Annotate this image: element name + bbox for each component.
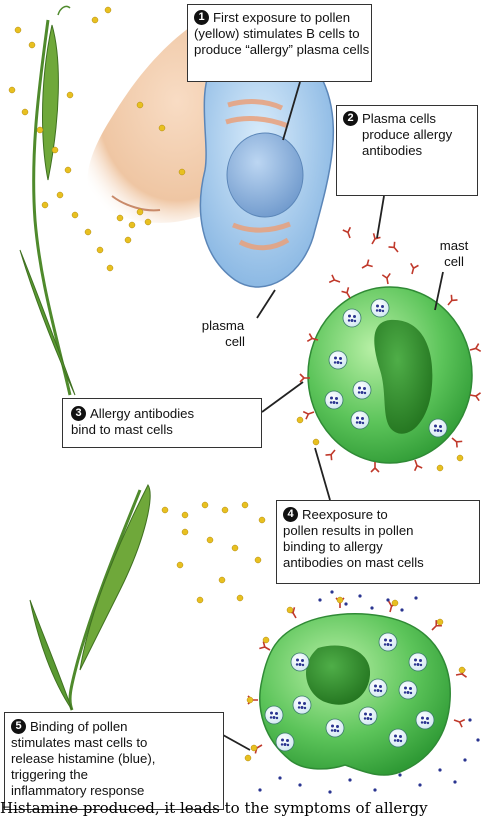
step-5-line-4: triggering the (11, 767, 217, 783)
step-2-callout: 2 Plasma cells produce allergy antibodies (336, 105, 478, 196)
step-4-line-3: binding to allergy (283, 539, 473, 555)
free-antibodies (329, 227, 418, 286)
step-5-line-3: release histamine (blue), (11, 751, 217, 767)
step-number-4: 4 (283, 507, 298, 522)
step-5-callout: 5 Binding of pollen stimulates mast cells… (4, 712, 224, 810)
bottom-caption: Histamine produced, it leads to the symp… (0, 800, 487, 817)
grass-top (20, 6, 75, 395)
step-1-line-2: (yellow) stimulates B cells to (194, 26, 365, 42)
mast-cell-lower (245, 597, 467, 775)
step-2-line-1: Plasma cells (362, 111, 436, 126)
step-1-callout: 1 First exposure to pollen (yellow) stimu… (187, 4, 372, 82)
step-1-line-1: First exposure to pollen (213, 10, 350, 25)
step-3-callout: 3 Allergy antibodies bind to mast cells (62, 398, 262, 448)
step-5-line-1: Binding of pollen (30, 719, 128, 734)
step-3-line-1: Allergy antibodies (90, 406, 194, 421)
step-4-line-2: pollen results in pollen (283, 523, 473, 539)
plasma-cell-label-line-2: cell (188, 334, 258, 350)
grass-bottom (30, 485, 150, 710)
pollen-middle (162, 502, 265, 603)
mast-cell-label: mast cell (428, 238, 480, 270)
step-4-line-4: antibodies on mast cells (283, 555, 473, 571)
step-number-5: 5 (11, 719, 26, 734)
step-4-callout: 4Reexposure to pollen results in pollen … (276, 500, 480, 584)
step-5-line-5: inflammatory response (11, 783, 217, 799)
plasma-cell-label: plasma cell (188, 318, 258, 350)
mast-cell-upper (297, 287, 481, 472)
step-2-line-3: antibodies (343, 143, 471, 159)
mast-cell-label-line-2: cell (428, 254, 480, 270)
step-1-line-3: produce “allergy” plasma cells (194, 42, 365, 58)
plasma-cell-label-line-1: plasma (188, 318, 258, 334)
step-5-line-2: stimulates mast cells to (11, 735, 217, 751)
step-3-line-2: bind to mast cells (71, 422, 253, 438)
step-number-1: 1 (194, 10, 209, 25)
step-number-2: 2 (343, 111, 358, 126)
step-2-line-2: produce allergy (343, 127, 471, 143)
step-number-3: 3 (71, 406, 86, 421)
mast-cell-label-line-1: mast (428, 238, 480, 254)
step-4-line-1: Reexposure to (302, 507, 388, 522)
